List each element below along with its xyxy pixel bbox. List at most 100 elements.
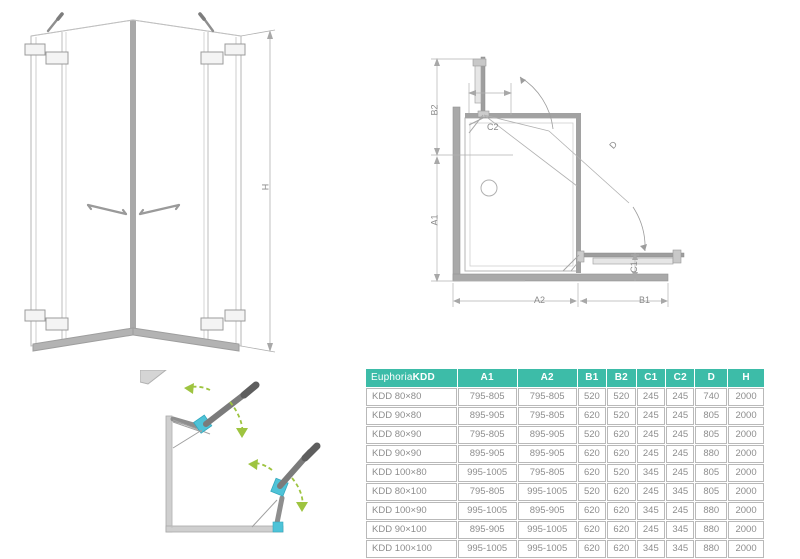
- table-cell-c2: 245: [666, 426, 695, 444]
- table-cell-a1: 895-905: [457, 407, 517, 425]
- table-cell-d: 805: [695, 426, 728, 444]
- table-cell-c2: 345: [666, 521, 695, 539]
- table-cell-c1: 245: [636, 483, 666, 501]
- dimension-label-h: H: [260, 183, 271, 191]
- hinge-icon: [24, 43, 46, 56]
- table-cell-model: KDD 90×90: [366, 445, 457, 463]
- hinge-icon: [45, 51, 69, 65]
- dimension-label-a2: A2: [534, 295, 546, 305]
- shower-tray: [464, 117, 579, 272]
- opening-direction-arrow-head: [236, 428, 248, 438]
- table-cell-model: KDD 100×80: [366, 464, 457, 482]
- table-cell-a1: 995-1005: [457, 502, 517, 520]
- a1-dimension-line: [431, 156, 525, 282]
- table-cell-model: KDD 100×90: [366, 502, 457, 520]
- dimension-label-b1: B1: [639, 295, 651, 305]
- dimension-label-a1: A1: [429, 214, 440, 226]
- table-cell-c1: 245: [636, 388, 666, 406]
- table-cell-a1: 895-905: [457, 445, 517, 463]
- hinge-icon: [24, 309, 46, 322]
- table-cell-h: 2000: [728, 445, 764, 463]
- door-handle: [138, 203, 181, 216]
- hinge-icon: [224, 309, 246, 322]
- table-header-a2: A2: [517, 369, 577, 387]
- c1-dimension-line: [631, 253, 639, 281]
- table-header-d: D: [695, 369, 728, 387]
- table-cell-b1: 620: [577, 521, 607, 539]
- enclosure-right-rail: [576, 113, 581, 273]
- table-cell-a2: 995-1005: [517, 521, 577, 539]
- table-header-c1: C1: [636, 369, 666, 387]
- frame-corner: [165, 415, 284, 533]
- table-cell-model: KDD 80×90: [366, 426, 457, 444]
- table-cell-h: 2000: [728, 483, 764, 501]
- wall-left: [452, 106, 461, 282]
- table-cell-a2: 895-905: [517, 445, 577, 463]
- plan-view-drawing: [431, 56, 685, 307]
- table-cell-c1: 245: [636, 521, 666, 539]
- table-cell-c2: 345: [666, 483, 695, 501]
- table-header-b2: B2: [607, 369, 636, 387]
- table-header-b1: B1: [577, 369, 607, 387]
- table-header-c2: C2: [666, 369, 695, 387]
- opening-direction-arrow-head: [296, 502, 308, 512]
- height-dimension-line: [240, 29, 276, 353]
- hinge-icon: [224, 43, 246, 56]
- table-cell-b2: 620: [607, 445, 636, 463]
- table-cell-h: 2000: [728, 521, 764, 539]
- table-cell-c1: 345: [636, 502, 666, 520]
- table-cell-a1: 795-805: [457, 426, 517, 444]
- dimension-label-c2: C2: [487, 122, 499, 132]
- table-cell-model: KDD 80×100: [366, 483, 457, 501]
- table-cell-model: KDD 100×100: [366, 540, 457, 558]
- dimension-label-c1: C1: [628, 261, 639, 273]
- table-cell-a2: 895-905: [517, 502, 577, 520]
- table-cell-c1: 245: [636, 426, 666, 444]
- door-opening-detail-drawing: [140, 370, 321, 533]
- table-cell-a2: 995-1005: [517, 540, 577, 558]
- drain-icon: [480, 179, 498, 197]
- table-cell-c2: 245: [666, 502, 695, 520]
- table-cell-a1: 795-805: [457, 483, 517, 501]
- door-handle: [86, 203, 128, 216]
- table-cell-h: 2000: [728, 502, 764, 520]
- door-leaf-detail-lower: [251, 442, 321, 533]
- table-cell-h: 2000: [728, 464, 764, 482]
- table-cell-d: 805: [695, 407, 728, 425]
- table-header-model: EuphoriaKDD: [366, 369, 457, 387]
- specification-table: EuphoriaKDD A1 A2 B1 B2 C1 C2 D H KDD 80…: [365, 368, 765, 559]
- table-cell-b1: 520: [577, 483, 607, 501]
- hinge-icon: [200, 317, 224, 331]
- table-cell-b2: 520: [607, 388, 636, 406]
- door-leaf-detail-upper: [170, 381, 260, 449]
- table-cell-a2: 895-905: [517, 426, 577, 444]
- table-cell-c1: 345: [636, 464, 666, 482]
- hinge-icon: [200, 51, 224, 65]
- table-cell-b2: 520: [607, 407, 636, 425]
- table-cell-a1: 995-1005: [457, 464, 517, 482]
- table-cell-h: 2000: [728, 540, 764, 558]
- dimension-label-b2: B2: [429, 104, 440, 116]
- enclosure-top-rail: [465, 113, 581, 118]
- table-cell-c1: 245: [636, 407, 666, 425]
- table-cell-b1: 520: [577, 388, 607, 406]
- table-cell-d: 805: [695, 464, 728, 482]
- table-cell-h: 2000: [728, 388, 764, 406]
- table-cell-h: 2000: [728, 426, 764, 444]
- table-cell-h: 2000: [728, 407, 764, 425]
- table-cell-c2: 245: [666, 407, 695, 425]
- table-cell-d: 880: [695, 445, 728, 463]
- opening-direction-arrow-head: [248, 459, 258, 470]
- hinge-icon: [45, 317, 69, 331]
- b2-dimension-line: [431, 58, 513, 156]
- table-cell-a1: 995-1005: [457, 540, 517, 558]
- table-cell-c2: 245: [666, 445, 695, 463]
- table-cell-b1: 620: [577, 464, 607, 482]
- wall-bottom: [452, 273, 669, 282]
